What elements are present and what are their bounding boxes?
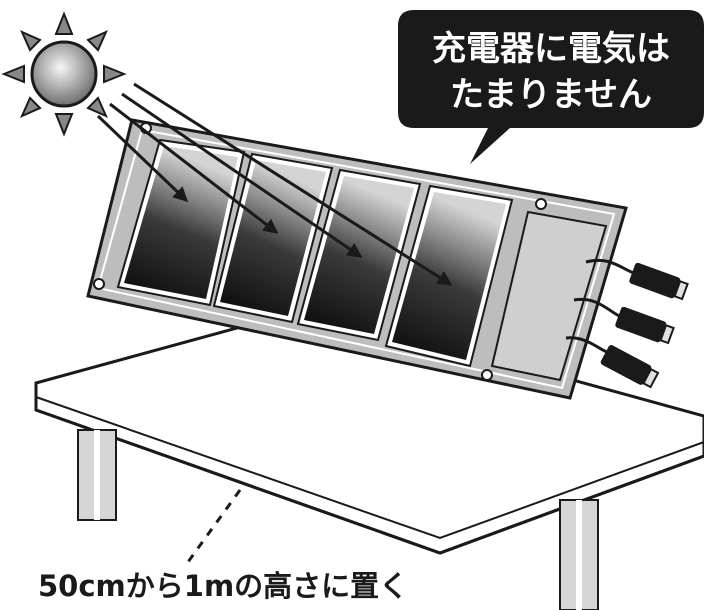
speech-bubble-line-2: たまりません xyxy=(450,75,652,115)
usb-plug-icon xyxy=(615,306,675,345)
grommet-hole xyxy=(481,369,493,381)
panel-frame-inner xyxy=(96,128,616,390)
solar-cell-2 xyxy=(212,152,334,324)
sun-icon xyxy=(1,11,127,137)
sunlight-arrow xyxy=(133,82,453,286)
sunlight-arrows xyxy=(96,82,453,286)
controller-box xyxy=(490,210,608,382)
table-leg-right xyxy=(559,499,599,610)
height-indicator xyxy=(186,489,242,563)
speech-bubble: 充電器に電気は たまりません xyxy=(398,10,704,164)
sun-rays xyxy=(1,11,127,137)
grommet-hole xyxy=(93,278,105,290)
table-icon xyxy=(34,306,704,610)
table-top-inner-edge xyxy=(35,396,704,540)
speech-bubble-line-1: 充電器に電気は xyxy=(432,29,670,69)
usb-plug-icon xyxy=(629,262,689,301)
usb-plug-icon xyxy=(600,345,660,389)
sunlight-arrow xyxy=(96,114,189,203)
sunlight-arrow xyxy=(109,102,279,234)
table-leg-left xyxy=(77,429,117,521)
grommet-hole xyxy=(535,198,547,210)
height-caption: 50cmから1mの高さに置く xyxy=(38,569,408,603)
table-front-edge xyxy=(35,408,704,555)
sunlight-arrow xyxy=(121,92,363,258)
